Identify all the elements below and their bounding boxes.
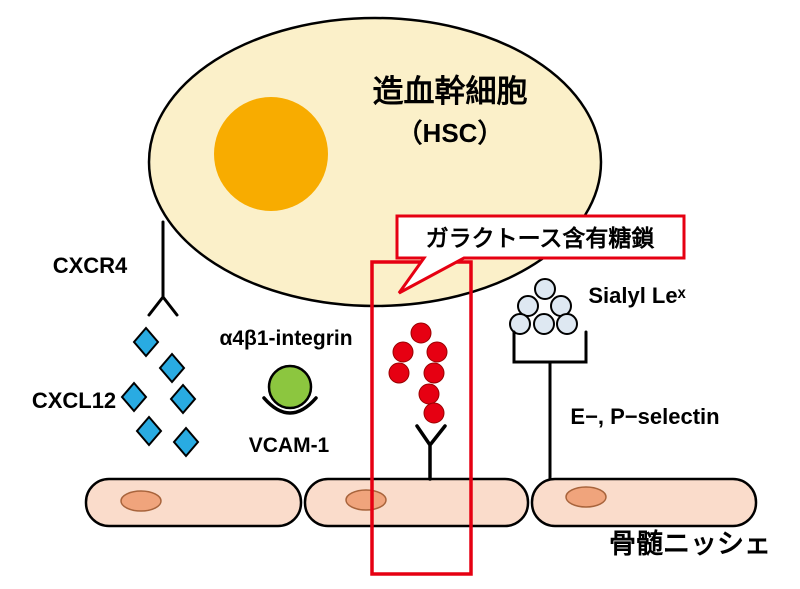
sialyl-sugar-unit xyxy=(533,313,555,335)
glycan-sugar-unit xyxy=(426,341,448,363)
glycan-sugar-unit xyxy=(423,402,445,424)
cxcl12-diamond xyxy=(135,415,163,447)
hsc-cell-label: 造血幹細胞 xyxy=(373,74,528,109)
glycan-sugar-unit xyxy=(423,362,445,384)
stromal-cell xyxy=(530,477,758,528)
vcam1-cup xyxy=(262,396,318,415)
sialyl-sugar-unit xyxy=(534,278,556,300)
sialyl-lex-cluster xyxy=(509,278,578,335)
niche-caption: 骨髄ニッシェ xyxy=(609,529,771,559)
sialyl-sugar-unit xyxy=(517,295,539,317)
glycan-sugar-unit xyxy=(392,341,414,363)
vcam1-label: VCAM-1 xyxy=(249,434,330,457)
stromal-cell-nucleus xyxy=(565,486,607,508)
cxcr4-receptor xyxy=(147,220,179,317)
integrin-ball xyxy=(267,364,313,410)
glycan-callout-bubble xyxy=(395,214,686,295)
sialyl-sugar-unit xyxy=(556,313,578,335)
glycan-callout-label: ガラクトース含有糖鎖 xyxy=(426,225,656,251)
selectin-label: E−, P−selectin xyxy=(570,404,719,429)
cxcl12-diamond xyxy=(169,383,197,415)
stromal-cell xyxy=(84,477,303,528)
hsc-nucleus xyxy=(214,97,328,211)
glycan-sugar-unit xyxy=(388,362,410,384)
cxcl12-diamond xyxy=(172,426,200,458)
glycan-receptor-y xyxy=(415,424,447,481)
stromal-cell-nucleus xyxy=(345,489,387,511)
stromal-cell-nucleus xyxy=(120,490,162,512)
niche-cells xyxy=(84,477,758,528)
integrin-label: α4β1-integrin xyxy=(219,327,352,350)
galactose-glycan-chain xyxy=(388,322,448,424)
sialyl-sugar-unit xyxy=(509,313,531,335)
selectin-bracket xyxy=(512,330,588,364)
cxcl12-label: CXCL12 xyxy=(32,388,116,413)
cxcl12-ligand-cluster xyxy=(120,326,200,458)
cxcr4-label: CXCR4 xyxy=(53,253,128,278)
hsc-abbr-label: （HSC） xyxy=(397,118,504,148)
stromal-cell xyxy=(303,477,530,528)
cxcl12-diamond xyxy=(158,352,186,384)
cxcl12-diamond xyxy=(132,326,160,358)
sialyl-lex-label: Sialyl Leˣ xyxy=(588,283,686,308)
glycan-sugar-unit xyxy=(418,383,440,405)
niche-cell-nuclei xyxy=(120,486,607,512)
glycan-sugar-unit xyxy=(410,322,432,344)
cxcl12-diamond xyxy=(120,381,148,413)
sialyl-sugar-unit xyxy=(550,295,572,317)
